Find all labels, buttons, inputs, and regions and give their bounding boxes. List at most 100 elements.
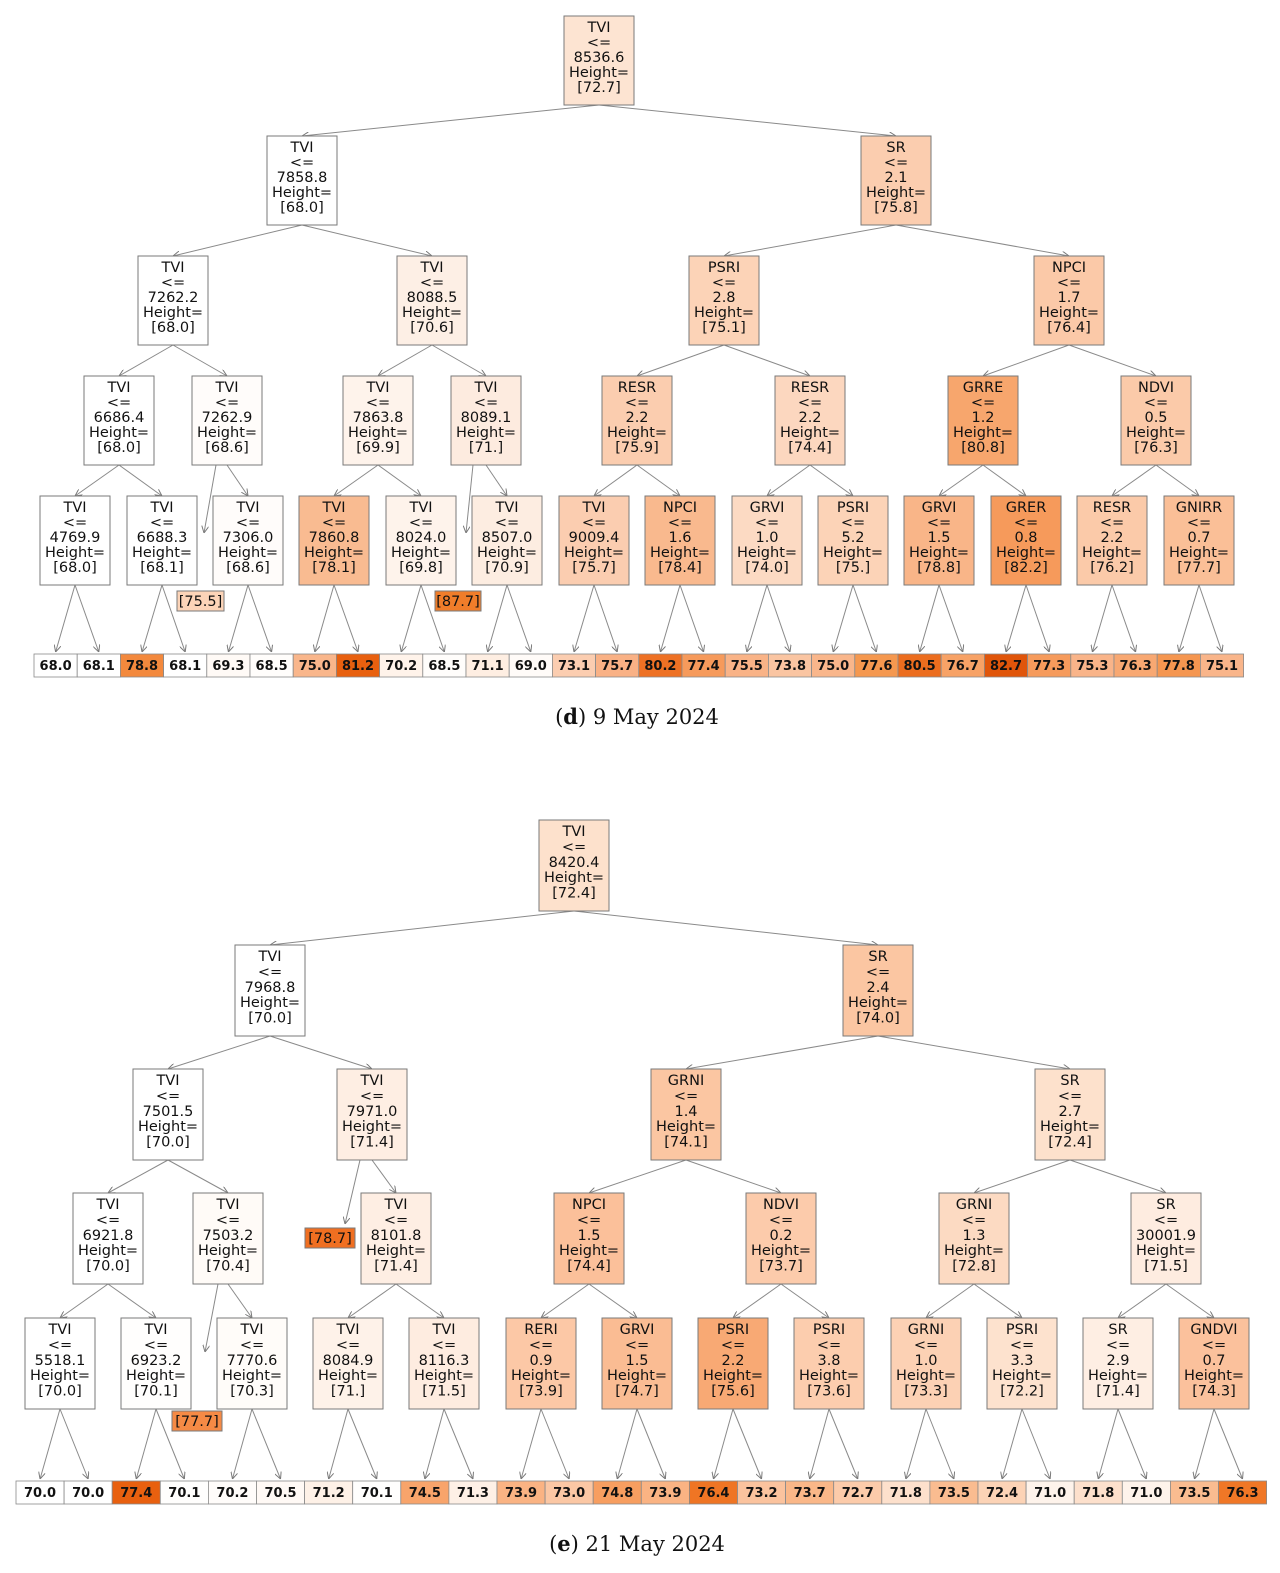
node-box: [890, 1317, 962, 1410]
node-height-value: [72.2]: [1000, 1384, 1044, 1400]
tree-edges-d: [56, 104, 1222, 652]
leaf-edge: [1021, 1408, 1050, 1479]
node-height-label: Height=: [342, 1119, 402, 1135]
leaf-cell-value: 72.4: [986, 1486, 1018, 1501]
node-operator: <=: [150, 515, 174, 531]
node-threshold: 7858.8: [277, 170, 328, 186]
leaf-edge: [938, 584, 963, 652]
node-feature: TVI: [365, 380, 389, 396]
leaf-cell: 71.8: [881, 1480, 931, 1505]
leaf-cell: 75.0: [292, 653, 337, 678]
leaf-edge: [810, 1408, 830, 1479]
node-height-value: [72.4]: [552, 886, 596, 902]
node-feature: GRNI: [668, 1073, 704, 1089]
node-feature: TVI: [494, 500, 518, 516]
node-feature: TVI: [321, 500, 345, 516]
node-operator: <=: [884, 155, 908, 171]
tree-edge: [723, 344, 810, 376]
leaf-cell: 75.0: [811, 653, 856, 678]
node-feature: GRNI: [908, 1322, 944, 1338]
node-threshold: 8089.1: [461, 410, 512, 426]
node-threshold: 1.5: [927, 530, 950, 546]
leaf-cell-value: 73.0: [553, 1486, 585, 1501]
node-box: [563, 15, 635, 106]
tree-edge: [541, 1283, 590, 1318]
leaf-edge: [747, 584, 768, 652]
node-height-value: [70.0]: [38, 1384, 82, 1400]
node-threshold: 8420.4: [549, 855, 600, 871]
leaf-cell: 73.7: [785, 1480, 835, 1505]
tree-edge: [301, 224, 432, 256]
node-height-value: [80.8]: [961, 440, 1005, 456]
node-feature: TVI: [431, 1322, 455, 1338]
node-threshold: 8088.5: [407, 290, 458, 306]
leaf-cell-value: 71.0: [1034, 1486, 1066, 1501]
leaf-edge: [617, 1408, 638, 1479]
node-height-value: [74.3]: [1192, 1384, 1236, 1400]
leaf-cell: 77.8: [1156, 653, 1201, 678]
leaf-cell-value: 70.2: [216, 1486, 248, 1501]
node-operator: <=: [96, 1212, 120, 1228]
node-operator: <=: [769, 1212, 793, 1228]
node-feature: TVI: [289, 140, 313, 156]
node-operator: <=: [384, 1212, 408, 1228]
node-height-value: [68.1]: [140, 560, 184, 576]
node-threshold: 6921.8: [83, 1228, 134, 1244]
node-box: [1082, 1317, 1154, 1410]
leaf-cell: 70.0: [63, 1480, 113, 1505]
node-height-value: [74.4]: [788, 440, 832, 456]
leaf-edge: [155, 1408, 184, 1479]
node-box: [938, 1192, 1010, 1285]
leaf-cell-value: 68.0: [40, 659, 72, 674]
node-height-label: Height=: [953, 425, 1013, 441]
leaf-edge: [347, 1408, 377, 1479]
node-height-value: [70.4]: [206, 1259, 250, 1275]
leaf-cell-value: 68.5: [256, 659, 288, 674]
node-threshold: 5.2: [841, 530, 864, 546]
node-operator: <=: [495, 515, 519, 531]
tree-edge: [926, 1283, 975, 1318]
caption-e: (e) 21 May 2024: [549, 1531, 725, 1556]
tree-edge: [172, 344, 227, 376]
node-threshold: 8101.8: [371, 1228, 422, 1244]
node-feature: TVI: [106, 380, 130, 396]
node-threshold: 6688.3: [137, 530, 188, 546]
node-feature: GNIRR: [1176, 500, 1223, 516]
node-box: [396, 255, 468, 346]
node-box: [385, 495, 457, 586]
tree-edge: [877, 1035, 1070, 1069]
node-threshold: 7770.6: [227, 1353, 278, 1369]
node-operator: <=: [712, 275, 736, 291]
node-operator: <=: [107, 395, 131, 411]
node-feature: NPCI: [1052, 260, 1086, 276]
leaf-edge: [228, 584, 249, 652]
node-threshold: 2.7: [1058, 1104, 1081, 1120]
node-height-label: Height=: [1088, 1368, 1148, 1384]
leaf-cell-value: 77.6: [860, 659, 892, 674]
caption-d: (d) 9 May 2024: [555, 704, 719, 729]
leaf-cell-value: 73.7: [794, 1486, 826, 1501]
leaf-cell: 68.5: [422, 653, 467, 678]
leaf-cell: 71.1: [465, 653, 510, 678]
node-height-value: [73.3]: [904, 1384, 948, 1400]
node-height-label: Height=: [138, 1119, 198, 1135]
tree-edge: [1165, 1283, 1214, 1318]
side-leaf-node: [87.7]: [434, 590, 482, 612]
leaf-edge: [142, 584, 163, 652]
node-operator: <=: [290, 155, 314, 171]
node-height-value: [75.7]: [572, 560, 616, 576]
tree-edge: [378, 344, 433, 376]
leaf-edge: [521, 1408, 542, 1479]
node-height-value: [72.7]: [577, 80, 621, 96]
node-threshold: 1.3: [962, 1228, 985, 1244]
node-height-label: Height=: [30, 1368, 90, 1384]
leaf-cell: 76.4: [689, 1480, 738, 1505]
